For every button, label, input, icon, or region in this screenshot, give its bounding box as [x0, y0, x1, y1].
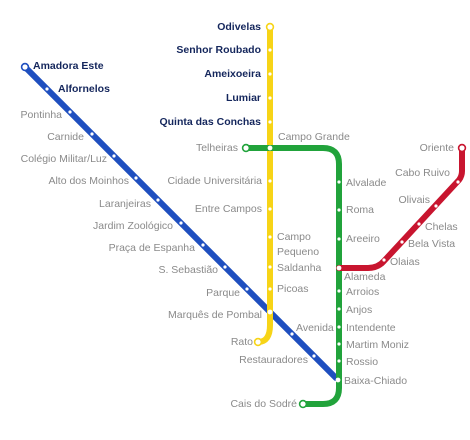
station-dot-picoas[interactable]: [268, 287, 272, 291]
station-dot-alvalade[interactable]: [337, 180, 341, 184]
label-alfornelos[interactable]: Alfornelos: [58, 83, 110, 95]
label-rossio[interactable]: Rossio: [346, 356, 378, 368]
label-cabo-ruivo[interactable]: Cabo Ruivo: [395, 167, 450, 179]
label-martim-moniz[interactable]: Martim Moniz: [346, 339, 409, 351]
station-dot-alto-dos-moinhos[interactable]: [134, 176, 138, 180]
station-dot-campo-grande[interactable]: [267, 145, 273, 151]
station-dot-saldanha[interactable]: [268, 265, 272, 269]
station-dot-chelas[interactable]: [417, 222, 421, 226]
station-labels: Odivelas Senhor Roubado Ameixoeira Lumia…: [21, 21, 458, 410]
label-lumiar[interactable]: Lumiar: [226, 92, 261, 104]
station-dot-pontinha[interactable]: [68, 110, 72, 114]
label-amadora-este[interactable]: Amadora Este: [33, 60, 104, 72]
label-campo-pequeno-2[interactable]: Pequeno: [277, 246, 319, 258]
label-senhor-roubado[interactable]: Senhor Roubado: [176, 44, 261, 56]
label-telheiras[interactable]: Telheiras: [196, 142, 238, 154]
label-alto-dos-moinhos[interactable]: Alto dos Moinhos: [48, 175, 129, 187]
label-praca-de-espanha[interactable]: Praça de Espanha: [109, 242, 196, 254]
label-parque[interactable]: Parque: [206, 287, 240, 299]
station-dot-cabo-ruivo[interactable]: [456, 180, 460, 184]
label-oriente[interactable]: Oriente: [420, 142, 455, 154]
label-pontinha[interactable]: Pontinha: [21, 109, 63, 121]
label-anjos[interactable]: Anjos: [346, 304, 372, 316]
station-dot-s-sebastiao[interactable]: [223, 265, 227, 269]
station-dot-avenida[interactable]: [290, 332, 294, 336]
station-dot-olaias[interactable]: [382, 258, 386, 262]
station-dot-amadora-este[interactable]: [20, 62, 30, 72]
label-picoas[interactable]: Picoas: [277, 283, 309, 295]
label-jardim-zoologico[interactable]: Jardim Zoológico: [93, 220, 173, 232]
station-dot-areeiro[interactable]: [337, 237, 341, 241]
label-carnide[interactable]: Carnide: [47, 131, 84, 143]
label-avenida[interactable]: Avenida: [296, 322, 334, 334]
label-alvalade[interactable]: Alvalade: [346, 177, 386, 189]
station-dot-odivelas[interactable]: [265, 22, 275, 32]
station-dot-alfornelos[interactable]: [45, 87, 49, 91]
station-dot-colegio-militar[interactable]: [112, 154, 116, 158]
label-olaias[interactable]: Olaias: [390, 256, 420, 268]
label-campo-pequeno-1[interactable]: Campo: [277, 231, 311, 243]
station-dot-martim-moniz[interactable]: [337, 342, 341, 346]
label-colegio-militar[interactable]: Colégio Militar/Luz: [21, 153, 107, 165]
label-marques-de-pombal[interactable]: Marquês de Pombal: [168, 309, 262, 321]
label-ameixoeira[interactable]: Ameixoeira: [204, 68, 261, 80]
label-odivelas[interactable]: Odivelas: [217, 21, 261, 33]
station-dot-campo-pequeno[interactable]: [268, 235, 272, 239]
station-dot-parque[interactable]: [245, 287, 249, 291]
label-s-sebastiao[interactable]: S. Sebastião: [158, 264, 218, 276]
station-dot-senhor-roubado[interactable]: [268, 48, 272, 52]
station-dot-praca-de-espanha[interactable]: [201, 243, 205, 247]
station-dot-anjos[interactable]: [337, 307, 341, 311]
station-dot-entre-campos[interactable]: [268, 207, 272, 211]
station-dots: [20, 22, 467, 409]
station-dot-olivais[interactable]: [434, 204, 438, 208]
label-intendente[interactable]: Intendente: [346, 322, 396, 334]
station-dot-cais-do-sodre[interactable]: [298, 399, 308, 409]
red-line: [336, 145, 465, 271]
station-dot-carnide[interactable]: [90, 132, 94, 136]
label-areeiro[interactable]: Areeiro: [346, 233, 380, 245]
label-arroios[interactable]: Arroios: [346, 286, 379, 298]
station-dot-bela-vista[interactable]: [400, 240, 404, 244]
station-dot-telheiras[interactable]: [241, 143, 251, 153]
station-dot-quinta-das-conchas[interactable]: [268, 120, 272, 124]
station-dot-restauradores[interactable]: [312, 354, 316, 358]
station-dot-lumiar[interactable]: [268, 96, 272, 100]
station-dot-roma[interactable]: [337, 208, 341, 212]
label-roma[interactable]: Roma: [346, 204, 374, 216]
label-rato[interactable]: Rato: [231, 336, 253, 348]
station-dot-laranjeiras[interactable]: [156, 198, 160, 202]
label-cais-do-sodre[interactable]: Cais do Sodré: [230, 398, 297, 410]
label-quinta-das-conchas[interactable]: Quinta das Conchas: [159, 116, 261, 128]
label-baixa-chiado[interactable]: Baixa-Chiado: [344, 375, 407, 387]
station-dot-rato[interactable]: [253, 337, 263, 347]
label-laranjeiras[interactable]: Laranjeiras: [99, 198, 151, 210]
label-saldanha[interactable]: Saldanha: [277, 262, 322, 274]
station-dot-arroios[interactable]: [337, 289, 341, 293]
station-dot-intendente[interactable]: [337, 325, 341, 329]
station-dot-marques-de-pombal[interactable]: [267, 309, 273, 315]
label-cidade-universitaria[interactable]: Cidade Universitária: [167, 175, 262, 187]
label-restauradores[interactable]: Restauradores: [239, 354, 308, 366]
label-chelas[interactable]: Chelas: [425, 221, 458, 233]
label-bela-vista[interactable]: Bela Vista: [408, 238, 455, 250]
green-line: [243, 145, 342, 407]
label-entre-campos[interactable]: Entre Campos: [195, 203, 262, 215]
station-dot-ameixoeira[interactable]: [268, 72, 272, 76]
station-dot-baixa-chiado[interactable]: [335, 377, 341, 383]
station-dot-alameda[interactable]: [336, 265, 342, 271]
station-dot-rossio[interactable]: [337, 359, 341, 363]
label-olivais[interactable]: Olivais: [398, 194, 430, 206]
label-campo-grande[interactable]: Campo Grande: [278, 131, 350, 143]
station-dot-oriente[interactable]: [457, 143, 467, 153]
station-dot-jardim-zoologico[interactable]: [179, 221, 183, 225]
station-dot-cidade-universitaria[interactable]: [268, 179, 272, 183]
label-alameda[interactable]: Alameda: [344, 271, 386, 283]
